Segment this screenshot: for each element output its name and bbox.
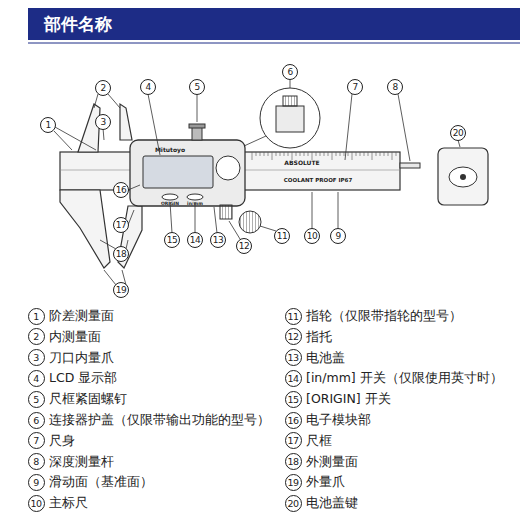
- part-name: 电池盖: [306, 350, 345, 366]
- fixed-inside-jaw: [78, 104, 100, 152]
- callout-number: 6: [28, 412, 45, 429]
- part-name: 指轮（仅限带指轮的型号）: [306, 308, 462, 324]
- callout-number: 16: [285, 412, 302, 429]
- callout-number: 18: [113, 246, 129, 262]
- part-name: 阶差测量面: [49, 308, 114, 324]
- part-name: 电池盖键: [306, 495, 358, 511]
- inset-slider: [276, 106, 304, 132]
- callout-number: 7: [28, 432, 45, 449]
- callout-number: 17: [113, 217, 129, 233]
- thumb-roller: [239, 211, 261, 233]
- callout-number: 11: [285, 308, 302, 325]
- part-name: 深度测量杆: [49, 454, 114, 470]
- callout-number: 14: [285, 370, 302, 387]
- callout-number: 6: [282, 64, 298, 80]
- part-name: 连接器护盖（仅限带输出功能的型号）: [49, 412, 270, 428]
- callout-number: 14: [187, 232, 203, 248]
- callout-number: 9: [330, 228, 346, 244]
- callout-number: 1: [40, 117, 56, 133]
- callout-number: 15: [285, 391, 302, 408]
- leader-lines: [54, 79, 460, 285]
- callout-number: 5: [28, 391, 45, 408]
- part-name: 滑动面（基准面）: [49, 474, 153, 490]
- scale-ticks: [252, 152, 396, 160]
- callout-number: 3: [28, 349, 45, 366]
- part-name: [in/mm] 开关（仅限使用英寸时）: [306, 370, 503, 386]
- part-name: 主标尺: [49, 495, 88, 511]
- brand-marking: COOLANT PROOF IP67: [284, 178, 352, 184]
- part-name: LCD 显示部: [49, 370, 117, 386]
- part-name: 尺框: [306, 433, 332, 449]
- badge: [216, 156, 240, 180]
- brand-marking: in/mm: [187, 202, 203, 207]
- callout-number: 4: [140, 79, 156, 95]
- clamp-screw-head: [189, 124, 205, 128]
- origin-button: [162, 194, 178, 200]
- part-name: 尺身: [49, 433, 75, 449]
- callout-number: 9: [28, 474, 45, 491]
- part-name: 外量爪: [306, 474, 345, 490]
- header-band: [28, 8, 520, 40]
- brand-marking: ORIGIN: [161, 202, 179, 207]
- part-name: 电子模块部: [306, 412, 371, 428]
- callout-number: 20: [285, 495, 302, 512]
- callout-number: 12: [236, 238, 252, 254]
- callout-number: 2: [28, 328, 45, 345]
- callout-number: 13: [210, 232, 226, 248]
- callout-number: 20: [450, 125, 466, 141]
- callout-number: 15: [164, 232, 180, 248]
- brand-marking: ABSOLUTE: [284, 160, 319, 166]
- thumb-rest: [220, 205, 232, 219]
- depth-rod: [400, 163, 420, 168]
- part-name: [ORIGIN] 开关: [306, 391, 391, 407]
- fixed-outside-jaw: [60, 190, 110, 268]
- callout-number: 4: [28, 370, 45, 387]
- callout-number: 8: [28, 453, 45, 470]
- inmm-button: [187, 194, 203, 200]
- inset-circle: [260, 88, 320, 148]
- callout-number: 18: [285, 453, 302, 470]
- part-name: 外测量面: [306, 454, 358, 470]
- callout-number: 8: [387, 79, 403, 95]
- callout-number: 13: [285, 349, 302, 366]
- lcd: [143, 156, 213, 188]
- page-title: 部件名称: [44, 13, 112, 35]
- clamp-screw: [192, 127, 202, 140]
- callout-number: 12: [285, 328, 302, 345]
- header-rule: [28, 43, 520, 44]
- callout-number: 11: [274, 228, 290, 244]
- callout-number: 19: [285, 474, 302, 491]
- callout-number: 17: [285, 432, 302, 449]
- inset-leader: [244, 136, 266, 146]
- slider-body: [130, 140, 245, 206]
- moving-inside-jaw: [120, 104, 132, 140]
- part-name: 刀口内量爪: [49, 350, 114, 366]
- part-name: 指托: [306, 329, 332, 345]
- callout-number: 2: [95, 80, 111, 96]
- callout-number: 3: [95, 114, 111, 130]
- part-name: 尺框紧固螺钉: [49, 391, 127, 407]
- callout-number: 10: [28, 495, 45, 512]
- battery-key: [438, 148, 488, 205]
- callout-number: 19: [113, 282, 129, 298]
- battery-key-slot: [449, 167, 477, 187]
- callout-number: 1: [28, 308, 45, 325]
- battery-key-dot: [460, 174, 466, 180]
- brand-marking: Mitutoyo: [155, 147, 185, 153]
- part-name: 内测量面: [49, 329, 101, 345]
- callout-number: 7: [347, 79, 363, 95]
- callout-number: 10: [304, 228, 320, 244]
- connector-cover: [283, 96, 297, 106]
- callout-number: 16: [113, 182, 129, 198]
- callout-number: 5: [189, 79, 205, 95]
